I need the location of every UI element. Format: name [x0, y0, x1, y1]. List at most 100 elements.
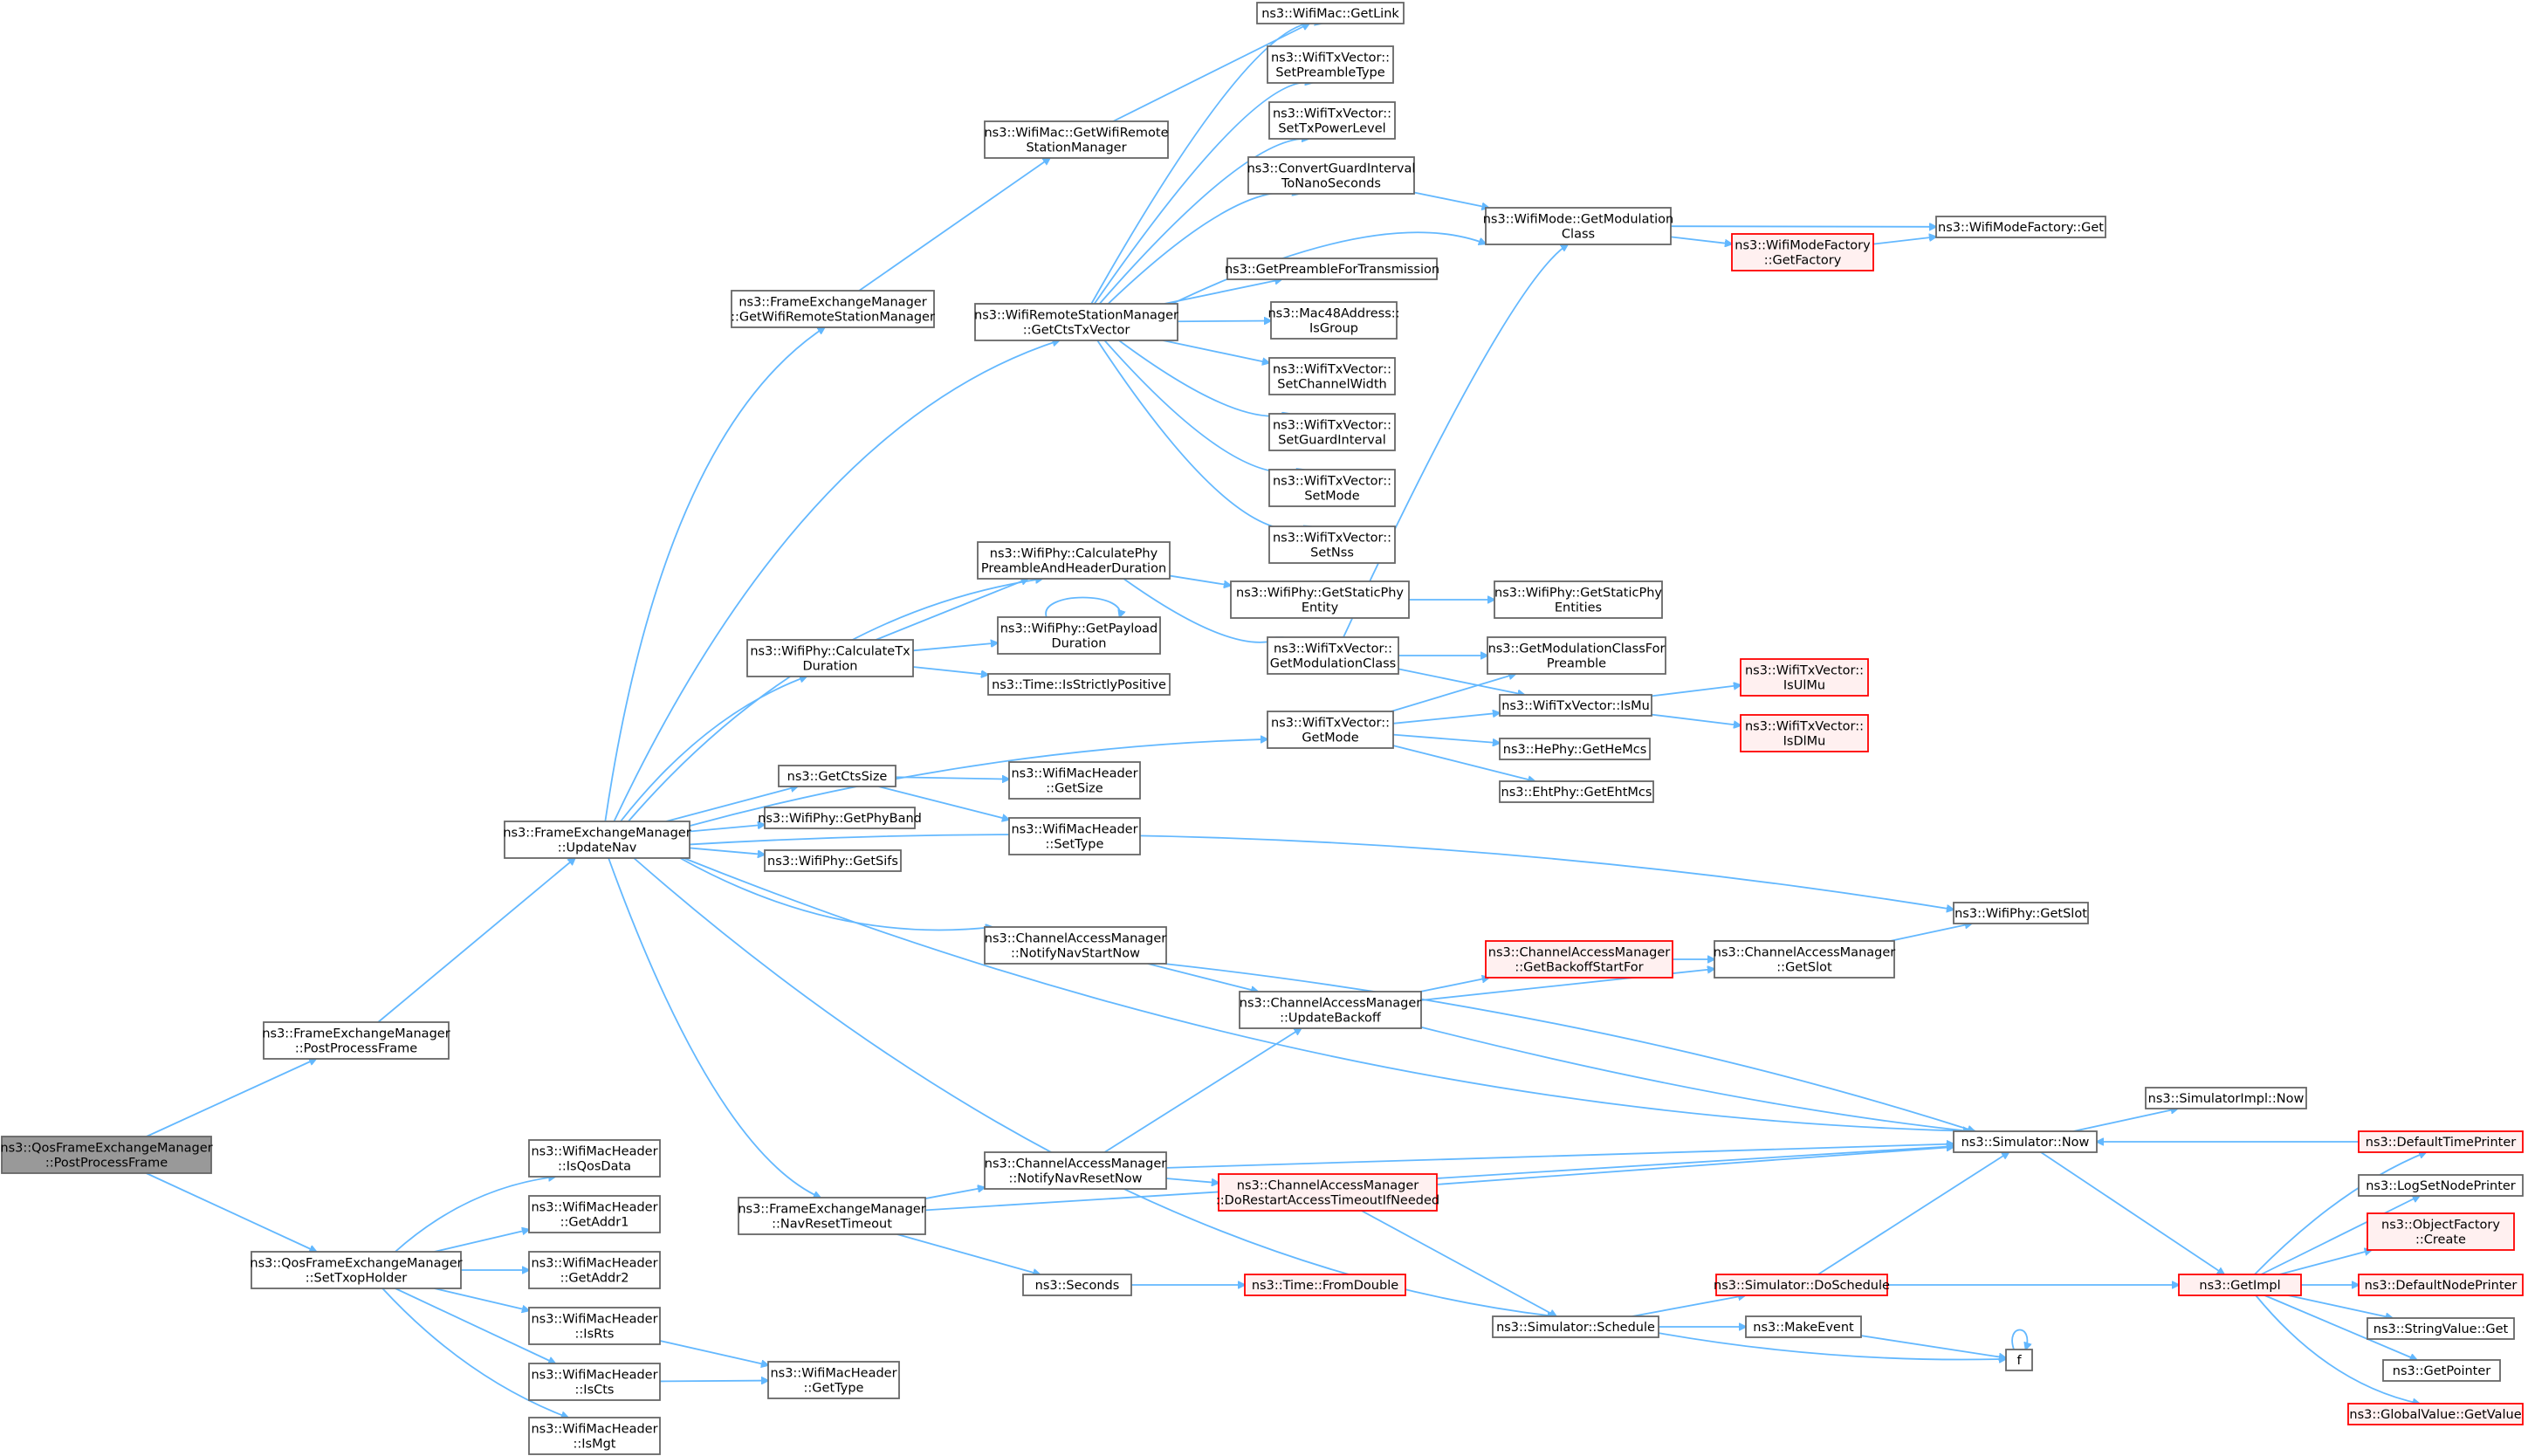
- node-box[interactable]: [1268, 357, 1396, 395]
- node-wmh_ga1[interactable]: ns3::WifiMacHeader::GetAddr1: [528, 1195, 661, 1233]
- node-box[interactable]: [1485, 940, 1673, 979]
- node-box[interactable]: [2145, 1087, 2307, 1109]
- node-tx_stpl[interactable]: ns3::WifiTxVector::SetTxPowerLevel: [1268, 101, 1396, 140]
- node-tx_ismu[interactable]: ns3::WifiTxVector::IsMu: [1499, 694, 1652, 717]
- node-root[interactable]: ns3::QosFrameExchangeManager::PostProces…: [0, 1136, 213, 1174]
- node-ehtphy[interactable]: ns3::EhtPhy::GetEhtMcs: [1499, 780, 1654, 803]
- node-box[interactable]: [1492, 1315, 1659, 1338]
- node-box[interactable]: [1022, 1274, 1132, 1296]
- node-box[interactable]: [1485, 207, 1672, 245]
- node-box[interactable]: [528, 1139, 661, 1178]
- node-box[interactable]: [1715, 1274, 1888, 1296]
- node-cam_gbsf[interactable]: ns3::ChannelAccessManager::GetBackoffSta…: [1485, 940, 1673, 979]
- node-wmode_gmc[interactable]: ns3::WifiMode::GetModulationClass: [1483, 207, 1674, 245]
- node-wmh_settype[interactable]: ns3::WifiMacHeader::SetType: [1008, 817, 1141, 855]
- node-dtp[interactable]: ns3::DefaultTimePrinter: [2358, 1130, 2524, 1153]
- node-box[interactable]: [1267, 45, 1394, 84]
- node-box[interactable]: [1268, 101, 1396, 140]
- node-tx_spt[interactable]: ns3::WifiTxVector::SetPreambleType: [1267, 45, 1394, 84]
- node-sv_get[interactable]: ns3::StringValue::Get: [2367, 1317, 2515, 1340]
- node-wp_cpphd[interactable]: ns3::WifiPhy::CalculatePhyPreambleAndHea…: [977, 541, 1171, 580]
- node-box[interactable]: [1745, 1315, 1862, 1338]
- node-box[interactable]: [984, 926, 1167, 965]
- node-time_isp[interactable]: ns3::Time::IsStrictlyPositive: [987, 673, 1171, 696]
- node-box[interactable]: [528, 1195, 661, 1233]
- node-wmh_isqos[interactable]: ns3::WifiMacHeader::IsQosData: [528, 1139, 661, 1178]
- node-wp_gpb[interactable]: ns3::WifiPhy::GetPhyBand: [758, 807, 922, 829]
- node-getctssize[interactable]: ns3::GetCtsSize: [778, 765, 896, 787]
- node-box[interactable]: [1256, 2, 1405, 24]
- node-box[interactable]: [2358, 1174, 2524, 1197]
- node-wrsm_gcts[interactable]: ns3::WifiRemoteStationManager::GetCtsTxV…: [974, 303, 1178, 341]
- node-getimpl[interactable]: ns3::GetImpl: [2178, 1274, 2302, 1296]
- node-wmh_ga2[interactable]: ns3::WifiMacHeader::GetAddr2: [528, 1251, 661, 1289]
- node-gv_getvalue[interactable]: ns3::GlobalValue::GetValue: [2347, 1403, 2524, 1425]
- node-box[interactable]: [1267, 711, 1394, 749]
- node-wp_gsifs[interactable]: ns3::WifiPhy::GetSifs: [764, 849, 902, 872]
- node-tx_gmc[interactable]: ns3::WifiTxVector::GetModulationClass: [1267, 636, 1399, 675]
- node-box[interactable]: [1494, 580, 1663, 619]
- node-hephy[interactable]: ns3::HePhy::GetHeMcs: [1499, 738, 1651, 760]
- node-box[interactable]: [2367, 1212, 2515, 1251]
- node-wmf_gf[interactable]: ns3::WifiModeFactory::GetFactory: [1731, 233, 1874, 271]
- node-fem_ppf[interactable]: ns3::FrameExchangeManager::PostProcessFr…: [262, 1021, 450, 1060]
- node-box[interactable]: [2358, 1130, 2524, 1153]
- node-box[interactable]: [1230, 580, 1410, 619]
- node-f[interactable]: f: [2005, 1349, 2033, 1371]
- node-box[interactable]: [731, 290, 935, 328]
- node-fem_gwrsm[interactable]: ns3::FrameExchangeManager::GetWifiRemote…: [731, 290, 935, 328]
- node-box[interactable]: [738, 1197, 926, 1235]
- node-simimpl_now[interactable]: ns3::SimulatorImpl::Now: [2145, 1087, 2307, 1109]
- node-sim_dosched[interactable]: ns3::Simulator::DoSchedule: [1714, 1274, 1890, 1296]
- node-sim_sched[interactable]: ns3::Simulator::Schedule: [1492, 1315, 1659, 1338]
- node-box[interactable]: [1731, 233, 1874, 271]
- node-cam_drat[interactable]: ns3::ChannelAccessManager::DoRestartAcce…: [1216, 1173, 1439, 1212]
- node-box[interactable]: [1499, 738, 1651, 760]
- node-dnp[interactable]: ns3::DefaultNodePrinter: [2358, 1274, 2524, 1296]
- node-box[interactable]: [778, 765, 896, 787]
- node-wmh_iscts[interactable]: ns3::WifiMacHeader::IsCts: [528, 1363, 661, 1401]
- node-box[interactable]: [1, 1136, 212, 1174]
- node-box[interactable]: [746, 639, 914, 677]
- node-makeevent[interactable]: ns3::MakeEvent: [1745, 1315, 1862, 1338]
- node-box[interactable]: [1244, 1274, 1406, 1296]
- node-wp_gslot[interactable]: ns3::WifiPhy::GetSlot: [1953, 902, 2089, 924]
- node-tx_getmode[interactable]: ns3::WifiTxVector::GetMode: [1267, 711, 1394, 749]
- node-tx_isulmu[interactable]: ns3::WifiTxVector::IsUlMu: [1740, 658, 1869, 697]
- node-box[interactable]: [1740, 658, 1869, 697]
- node-box[interactable]: [1247, 156, 1415, 195]
- node-wmh_gettype[interactable]: ns3::WifiMacHeader::GetType: [767, 1361, 900, 1399]
- node-box[interactable]: [2382, 1359, 2501, 1382]
- node-box[interactable]: [987, 673, 1171, 696]
- node-box[interactable]: [764, 849, 902, 872]
- node-box[interactable]: [767, 1361, 900, 1399]
- node-box[interactable]: [1935, 216, 2106, 238]
- node-box[interactable]: [263, 1021, 450, 1060]
- node-box[interactable]: [1268, 525, 1396, 564]
- node-box[interactable]: [1740, 714, 1869, 752]
- node-box[interactable]: [1226, 258, 1438, 280]
- node-wmh_ismgt[interactable]: ns3::WifiMacHeader::IsMgt: [528, 1417, 661, 1455]
- node-lsnp[interactable]: ns3::LogSetNodePrinter: [2358, 1174, 2524, 1197]
- node-box[interactable]: [764, 807, 916, 829]
- node-fem_updnav[interactable]: ns3::FrameExchangeManager::UpdateNav: [503, 821, 691, 859]
- node-gpft[interactable]: ns3::GetPreambleForTransmission: [1225, 258, 1439, 280]
- node-box[interactable]: [1499, 780, 1654, 803]
- node-cam_nnrn[interactable]: ns3::ChannelAccessManager::NotifyNavRese…: [984, 1151, 1167, 1190]
- node-tx_snss[interactable]: ns3::WifiTxVector::SetNss: [1268, 525, 1396, 564]
- node-wm_gwrsm[interactable]: ns3::WifiMac::GetWifiRemoteStationManage…: [984, 120, 1169, 159]
- node-box[interactable]: [251, 1251, 462, 1289]
- node-box[interactable]: [2367, 1317, 2515, 1340]
- node-box[interactable]: [1008, 817, 1141, 855]
- node-fem_nrt[interactable]: ns3::FrameExchangeManager::NavResetTimeo…: [738, 1197, 926, 1235]
- node-box[interactable]: [528, 1307, 661, 1345]
- node-box[interactable]: [1714, 940, 1895, 979]
- node-tx_isdlmu[interactable]: ns3::WifiTxVector::IsDlMu: [1740, 714, 1869, 752]
- node-box[interactable]: [984, 120, 1169, 159]
- node-tx_smode[interactable]: ns3::WifiTxVector::SetMode: [1268, 469, 1396, 507]
- node-wm_getlink[interactable]: ns3::WifiMac::GetLink: [1256, 2, 1405, 24]
- node-box[interactable]: [1953, 1130, 2098, 1153]
- node-box[interactable]: [1499, 694, 1652, 717]
